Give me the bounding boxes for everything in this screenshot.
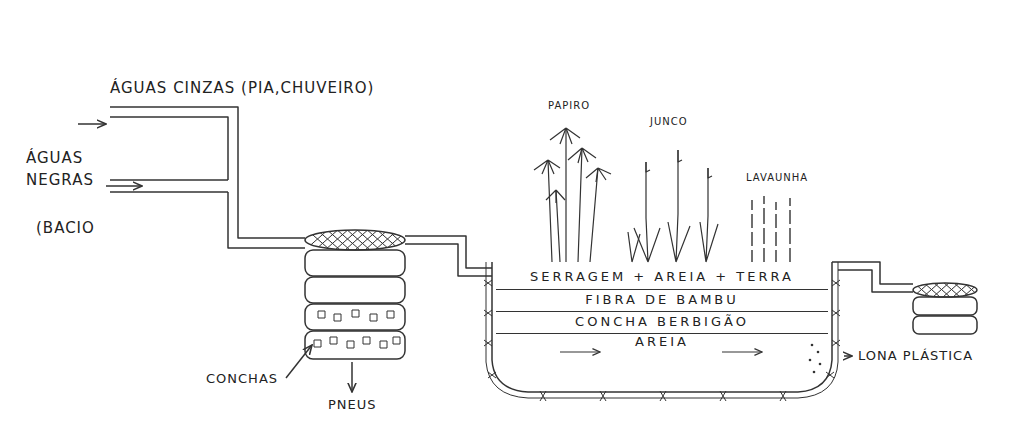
sketch-stroke xyxy=(330,337,337,344)
sketch-stroke xyxy=(363,337,370,344)
sketch-stroke xyxy=(913,297,977,315)
sketch-stroke xyxy=(763,196,764,262)
sketch-stroke xyxy=(334,314,341,321)
sketch-stroke xyxy=(789,198,790,262)
sketch-stroke xyxy=(405,236,492,268)
plant-label: JUNCO xyxy=(650,116,688,127)
sketch-stroke xyxy=(546,190,565,203)
sketch-stroke xyxy=(110,179,228,181)
part-label: LONA PLÁSTICA xyxy=(858,349,973,363)
sketch-stroke xyxy=(550,128,580,144)
sketch-stroke xyxy=(838,270,913,292)
sketch-stroke xyxy=(722,351,762,352)
sketch-stroke xyxy=(809,344,822,374)
sketch-stroke xyxy=(811,344,814,347)
sketch-stroke xyxy=(318,311,325,318)
sketch-stroke xyxy=(352,310,359,317)
sketch-stroke xyxy=(817,351,820,354)
sketch-stroke xyxy=(228,192,305,248)
sketch-stroke xyxy=(305,228,410,250)
sketch-stroke xyxy=(752,196,790,262)
sketch-stroke xyxy=(913,282,980,297)
sketch-stroke xyxy=(380,341,387,348)
sketch-stroke xyxy=(110,117,228,180)
part-label: PNEUS xyxy=(328,398,377,412)
sketch-stroke xyxy=(484,280,840,401)
sketch-stroke xyxy=(708,168,712,178)
sketch-stroke xyxy=(560,351,600,352)
sketch-stroke xyxy=(534,160,560,174)
sketch-stroke xyxy=(110,191,228,193)
inlet-label: ÁGUAS xyxy=(26,150,83,167)
sketch-stroke xyxy=(634,162,660,262)
sketch-stroke xyxy=(540,391,786,401)
sketch-stroke xyxy=(314,310,400,348)
sketch-stroke xyxy=(628,150,718,262)
sketch-stroke xyxy=(305,228,410,250)
sketch-stroke xyxy=(568,148,596,163)
sketch-stroke xyxy=(913,316,977,334)
plant-label: LAVAUNHA xyxy=(746,172,808,183)
layer-label: FIBRA DE BAMBU xyxy=(583,293,741,307)
sketch-stroke xyxy=(826,280,840,378)
sketch-stroke xyxy=(700,168,718,262)
sketch-stroke xyxy=(351,362,353,392)
sketch-stroke xyxy=(486,262,838,398)
sketch-stroke xyxy=(484,280,496,378)
sketch-stroke xyxy=(78,123,106,125)
sketch-stroke xyxy=(305,331,405,359)
layer-label: AREIA xyxy=(633,335,691,349)
sketch-stroke xyxy=(913,282,980,297)
sketch-stroke xyxy=(305,304,405,330)
sketch-stroke xyxy=(492,262,832,392)
sketch-stroke xyxy=(534,128,611,262)
sketch-stroke xyxy=(813,371,816,374)
sketch-stroke xyxy=(370,314,377,321)
sketch-stroke xyxy=(286,345,312,378)
sketch-stroke xyxy=(305,277,405,303)
sketch-stroke xyxy=(305,250,405,276)
sketch-stroke xyxy=(775,202,776,262)
layer-band: AREIA xyxy=(496,334,828,350)
sketch-stroke xyxy=(305,228,410,250)
layer-label: SERRAGEM + AREIA + TERRA xyxy=(528,270,796,284)
sketch-stroke xyxy=(110,107,305,238)
inlet-label: NEGRAS xyxy=(26,172,94,189)
sketch-stroke xyxy=(751,200,752,262)
layer-band: CONCHA BERBIGÃO xyxy=(496,312,828,334)
sketch-stroke xyxy=(646,162,650,172)
sketch-stroke xyxy=(106,185,142,187)
inlet-label: (BACIO xyxy=(36,220,95,237)
sketch-stroke xyxy=(809,359,812,362)
part-label: CONCHAS xyxy=(206,372,278,386)
sketch-stroke xyxy=(347,341,354,348)
sketch-stroke xyxy=(78,107,980,401)
sketch-stroke xyxy=(405,244,492,276)
sketch-stroke xyxy=(314,340,321,347)
sketch-stroke xyxy=(844,355,852,357)
sketch-stroke xyxy=(819,363,822,366)
inlet-label: ÁGUAS CINZAS (PIA,CHUVEIRO) xyxy=(110,80,374,97)
sketch-stroke xyxy=(668,150,690,262)
sketch-stroke xyxy=(586,168,611,182)
sketch-stroke xyxy=(678,150,682,162)
sketch-stroke xyxy=(913,282,980,297)
layer-band: FIBRA DE BAMBU xyxy=(496,290,828,312)
sketch-stroke xyxy=(387,311,394,318)
plant-label: PAPIRO xyxy=(548,100,590,111)
layer-label: CONCHA BERBIGÃO xyxy=(573,315,751,329)
sketch-stroke xyxy=(393,337,400,344)
sketch-stroke xyxy=(628,232,640,262)
layer-band: SERRAGEM + AREIA + TERRA xyxy=(496,266,828,290)
